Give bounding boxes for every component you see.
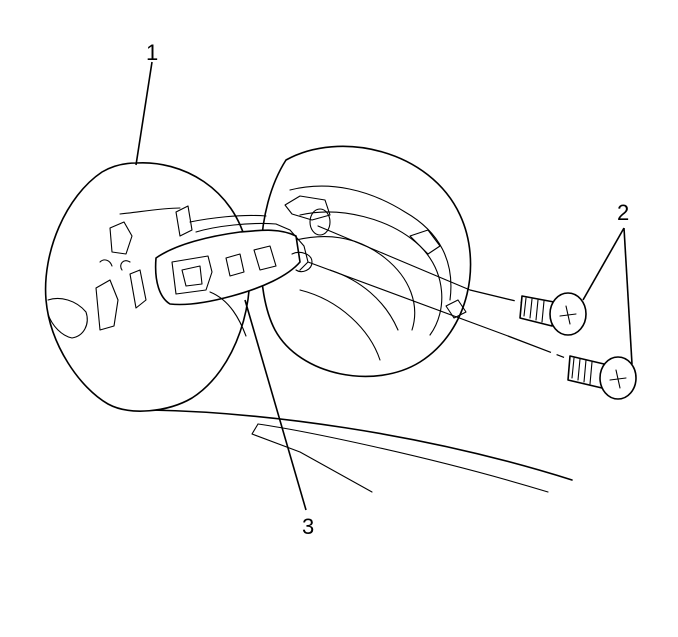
- body-panel: [149, 409, 573, 493]
- leader-2a: [582, 227, 625, 301]
- screw-upper: [519, 292, 587, 336]
- screw-lower: [567, 355, 637, 400]
- leader-2b: [623, 227, 633, 365]
- callout-3: 3: [302, 514, 314, 539]
- fuel-door: [44, 162, 251, 412]
- callout-2: 2: [617, 200, 629, 225]
- leader-1: [135, 61, 153, 166]
- leader-lines: [135, 61, 633, 511]
- alignment-lines: [307, 225, 577, 363]
- filler-pocket: [260, 145, 472, 378]
- callout-1: 1: [146, 40, 158, 65]
- hinge-arm: [154, 214, 313, 337]
- leader-3: [244, 299, 307, 511]
